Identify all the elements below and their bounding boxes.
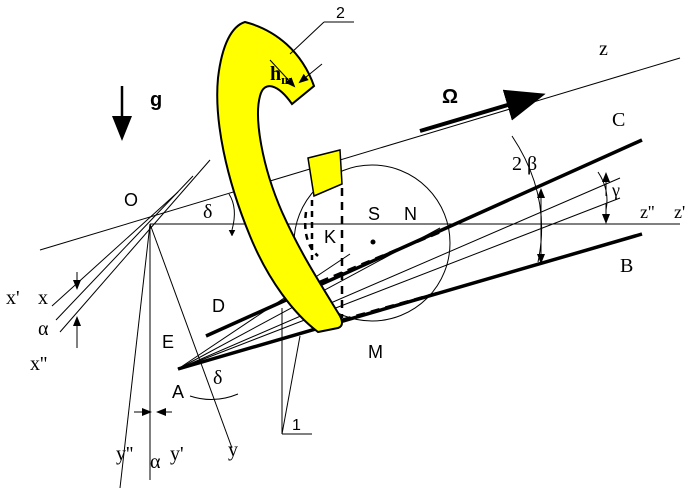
label-x: x bbox=[38, 287, 48, 309]
x-axis-line bbox=[55, 175, 194, 321]
label-c: C bbox=[612, 109, 625, 131]
cone-thin-line-4 bbox=[177, 253, 351, 370]
label-h-main: h bbox=[270, 63, 281, 85]
dashed-line-2 bbox=[341, 290, 443, 322]
label-delta-top: δ bbox=[203, 201, 212, 223]
point-s-dot bbox=[370, 239, 376, 245]
label-omega: Ω bbox=[442, 86, 458, 108]
callout-label-2: 2 bbox=[336, 5, 345, 22]
label-h: hш bbox=[270, 63, 292, 87]
label-d: D bbox=[212, 296, 225, 316]
delta-arc-bottom bbox=[189, 393, 239, 400]
label-z-double-prime: z'' bbox=[640, 202, 654, 222]
label-alpha-left: α bbox=[38, 318, 49, 340]
callout-label-1: 1 bbox=[292, 417, 301, 434]
x-dd-axis-line bbox=[59, 159, 211, 333]
label-k: K bbox=[324, 227, 336, 247]
label-y: y bbox=[228, 439, 238, 461]
label-g: g bbox=[150, 89, 162, 111]
label-a: A bbox=[172, 382, 184, 402]
label-y-double-prime: y'' bbox=[116, 443, 133, 465]
label-m: M bbox=[368, 342, 383, 362]
delta-arc-top bbox=[228, 193, 235, 231]
label-delta-bottom: δ bbox=[213, 367, 222, 389]
label-h-sub: ш bbox=[281, 72, 292, 87]
callout-2-leader bbox=[289, 21, 325, 55]
dashed-line-1 bbox=[319, 230, 441, 284]
omega-arrow bbox=[419, 89, 546, 133]
yellow-tube bbox=[216, 20, 343, 334]
callout-1-leader-b bbox=[281, 335, 301, 435]
label-e: E bbox=[162, 332, 174, 352]
yellow-stub bbox=[307, 149, 343, 198]
label-n: N bbox=[404, 204, 417, 224]
label-z-prime: z' bbox=[674, 202, 685, 222]
cone-thin-line-2 bbox=[177, 197, 621, 370]
label-z: z bbox=[599, 38, 608, 60]
label-o: O bbox=[124, 190, 138, 210]
z-axis-line bbox=[39, 57, 681, 251]
label-gamma: γ bbox=[611, 180, 620, 200]
label-x-double-prime: x'' bbox=[30, 353, 47, 375]
label-s: S bbox=[368, 204, 380, 224]
y-d-axis-line bbox=[119, 223, 151, 489]
label-b: B bbox=[620, 255, 633, 277]
label-alpha-bottom: α bbox=[150, 451, 161, 473]
y-axis-line bbox=[149, 223, 233, 449]
cone-thin-line-1 bbox=[177, 177, 621, 370]
dashed-curve bbox=[304, 211, 319, 257]
label-two-beta: 2 β bbox=[512, 153, 537, 175]
label-y-prime: y' bbox=[170, 443, 184, 465]
label-x-prime: x' bbox=[6, 287, 20, 309]
